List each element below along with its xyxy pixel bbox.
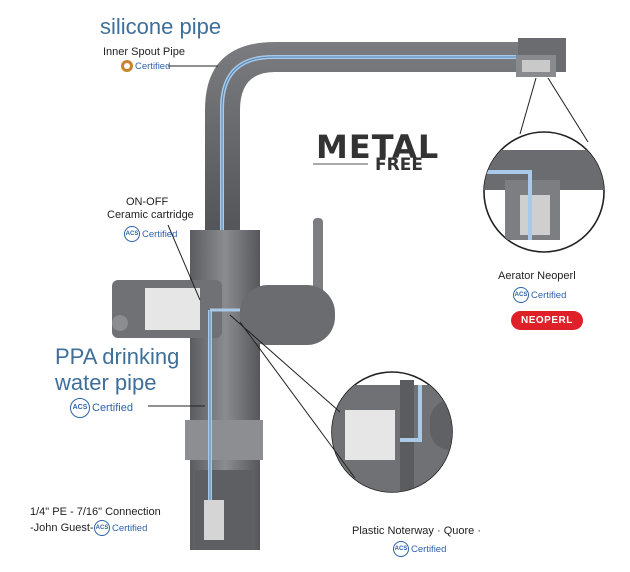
spout-cert: Certified [121, 60, 170, 72]
cartridge-line2: Ceramic cartridge [107, 209, 194, 221]
ppa-line1: PPA drinking [55, 344, 180, 369]
acs-icon: ACS [94, 520, 110, 536]
acs-icon: ACS [513, 287, 529, 303]
waterway-caption: Plastic Noterway · Quore · [352, 525, 481, 537]
connection-line2: -John Guest- [30, 522, 94, 534]
lever-handle [313, 218, 323, 298]
cartridge-leader [167, 224, 201, 301]
cartridge-cert: ACS Certified [124, 226, 177, 242]
free-word: FREE [375, 155, 423, 175]
waterway-cert: ACS Certified [393, 541, 446, 557]
inner-spout-caption: Inner Spout Pipe [103, 46, 185, 58]
cartridge-line1: ON-OFF [126, 196, 169, 208]
aerator-cert: ACS Certified [513, 287, 566, 303]
acs-icon: ACS [393, 541, 409, 557]
connection-cert: ACS Certified [94, 520, 147, 536]
ppa-cert: ACS Certified [70, 398, 133, 418]
silicone-pipe-title: silicone pipe [100, 14, 222, 39]
aerator-caption: Aerator Neoperl [498, 270, 576, 282]
connection-line1: 1/4" PE - 7/16" Connection [30, 506, 161, 518]
wras-icon [121, 60, 133, 72]
acs-icon: ACS [70, 398, 90, 418]
ppa-line2: water pipe [55, 370, 157, 395]
neoperl-logo: NEOPERL [511, 311, 583, 330]
acs-icon: ACS [124, 226, 140, 242]
metal-word: METAL [316, 128, 440, 166]
